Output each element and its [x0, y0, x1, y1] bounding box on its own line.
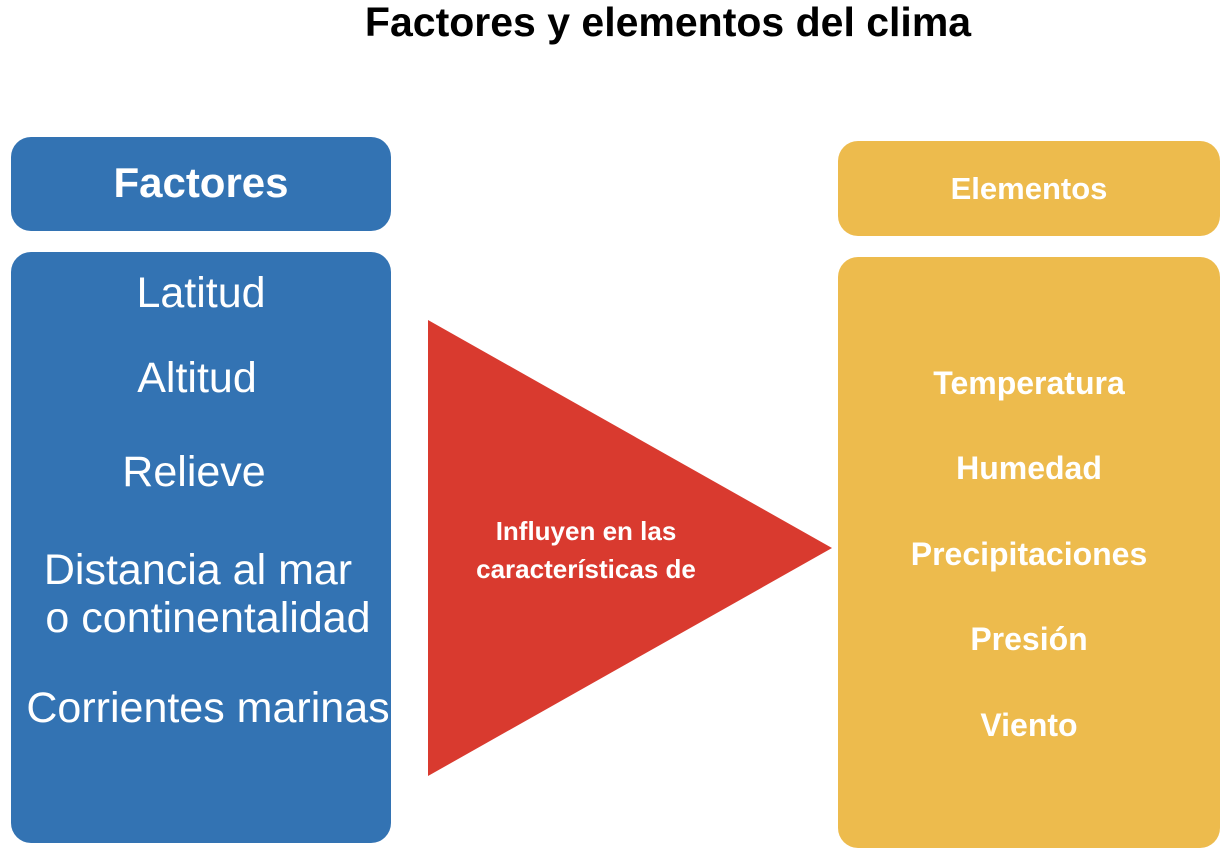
factor-item-altitud: Altitud — [137, 354, 257, 402]
elemento-item-humedad: Humedad — [956, 450, 1102, 486]
factor-item-latitud: Latitud — [136, 269, 266, 317]
factor-item-relieve: Relieve — [122, 448, 266, 496]
elemento-item-temperatura: Temperatura — [933, 365, 1125, 401]
connector-label: Influyen en las características de — [440, 512, 732, 588]
factor-item-distancia-al-mar: Distancia al mar — [43, 546, 353, 594]
arrow-shape — [428, 320, 832, 776]
influence-arrow-triangle — [428, 320, 832, 776]
elemento-item-presion: Presión — [970, 621, 1088, 657]
elementos-list: Temperatura Humedad Precipitaciones Pres… — [838, 257, 1220, 848]
elemento-item-viento: Viento — [980, 707, 1078, 743]
elementos-header: Elementos — [838, 141, 1220, 236]
diagram-title: Factores y elementos del clima — [364, 0, 972, 45]
connector-label-line-1: Influyen en las — [495, 516, 677, 546]
factor-item-corrientes-marinas: Corrientes marinas — [26, 684, 390, 732]
connector-label-line-2: características de — [476, 554, 696, 584]
factor-item-continentalidad: o continentalidad — [45, 594, 371, 642]
factores-list: Latitud Altitud Relieve Distancia al mar… — [11, 252, 391, 843]
factores-header: Factores — [11, 137, 391, 231]
elemento-item-precipitaciones: Precipitaciones — [910, 536, 1148, 572]
